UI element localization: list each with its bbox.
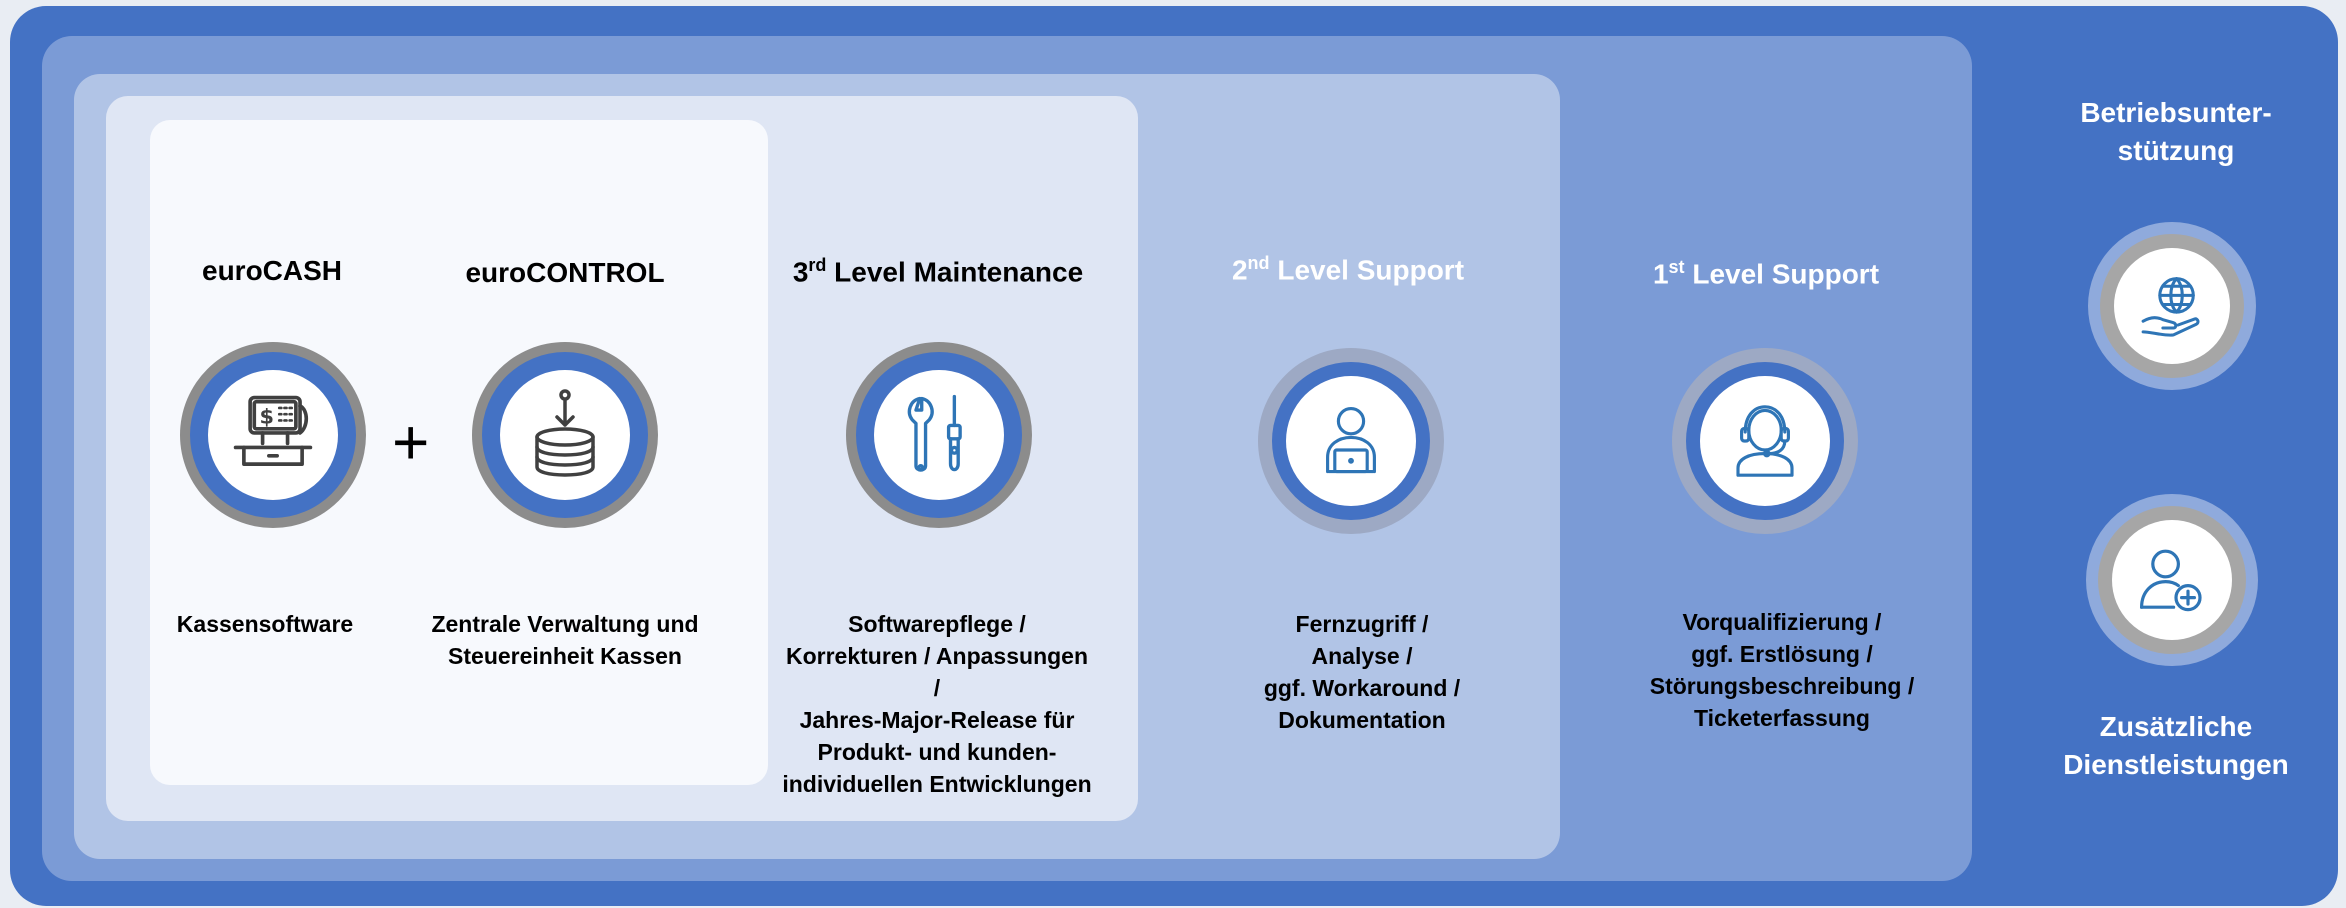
maintenance-description: Softwarepflege / Korrekturen / Anpassung… [782,608,1091,800]
first-level-description-line: ggf. Erstlösung / [1691,641,1873,667]
eurocash-badge: $ [180,342,366,528]
second-level-description: Fernzugriff / Analyse / ggf. Workaround … [1264,608,1460,736]
maintenance-description-line: / [933,675,941,701]
first-level-description-line: Vorqualifizierung / [1682,609,1882,635]
operations-title: Betriebsunter- stützung [2080,94,2271,170]
eurocontrol-title: euroCONTROL [465,257,665,288]
maintenance-title: 3rd Level Maintenance [793,255,1083,288]
second-level-description-line: Fernzugriff / [1295,611,1429,637]
maintenance-badge [846,342,1032,528]
first-level-title-suffix: Level Support [1684,258,1880,290]
eurocontrol-badge [472,342,658,528]
second-level-description-line: ggf. Workaround / [1263,675,1461,701]
first-level-description-line: Störungsbeschreibung / [1649,673,1915,699]
operations-title-line: Betriebsunter- [2080,97,2272,128]
first-level-description: Vorqualifizierung / ggf. Erstlösung / St… [1650,606,1915,734]
add-user-icon [2140,549,2202,612]
headset-agent-icon [1736,405,1794,477]
first-level-badge [1672,348,1858,534]
maintenance-description-line: Korrekturen / Anpassungen [785,643,1089,669]
additional-title: Zusätzliche Dienstleistungen [2063,708,2289,784]
person-laptop-icon [1326,407,1376,474]
maintenance-description-line: Produkt- und kunden- [817,739,1057,765]
maintenance-title-sup: rd [808,255,827,275]
second-level-description-line: Dokumentation [1278,707,1446,733]
maintenance-description-line: individuellen Entwicklungen [782,771,1092,797]
operations-title-line: stützung [2117,135,2235,166]
operations-badge [2088,222,2256,390]
svg-text:$: $ [259,405,273,429]
tools-icon [907,394,962,472]
additional-badge [2086,494,2258,666]
additional-title-line: Zusätzliche [2099,711,2253,742]
database-download-icon [535,389,595,477]
second-level-badge [1258,348,1444,534]
first-level-description-line: Ticketerfassung [1694,705,1870,731]
maintenance-description-line: Softwarepflege / [848,611,1026,637]
second-level-title-prefix: 2 [1231,254,1248,286]
first-level-title-sup: st [1668,257,1685,277]
eurocontrol-description-line: Zentrale Verwaltung und [431,611,699,637]
plus-sign: + [392,406,430,478]
eurocash-description: Kassensoftware [176,611,354,637]
first-level-title: 1st Level Support [1653,257,1879,290]
first-level-title-prefix: 1 [1652,258,1669,290]
maintenance-description-line: Jahres-Major-Release für [799,707,1075,733]
second-level-title-suffix: Level Support [1269,254,1465,286]
eurocontrol-description: Zentrale Verwaltung und Steuereinheit Ka… [431,608,698,672]
globe-hand-icon [2141,277,2200,337]
maintenance-title-prefix: 3 [792,256,809,288]
cash-register-icon: $ [233,395,313,466]
second-level-description-line: Analyse / [1311,643,1413,669]
eurocash-title: euroCASH [201,255,343,286]
second-level-title-sup: nd [1247,253,1270,273]
additional-title-line: Dienstleistungen [2063,749,2289,780]
maintenance-title-suffix: Level Maintenance [826,256,1084,288]
second-level-title: 2nd Level Support [1232,253,1464,286]
eurocontrol-description-line: Steuereinheit Kassen [448,643,682,669]
